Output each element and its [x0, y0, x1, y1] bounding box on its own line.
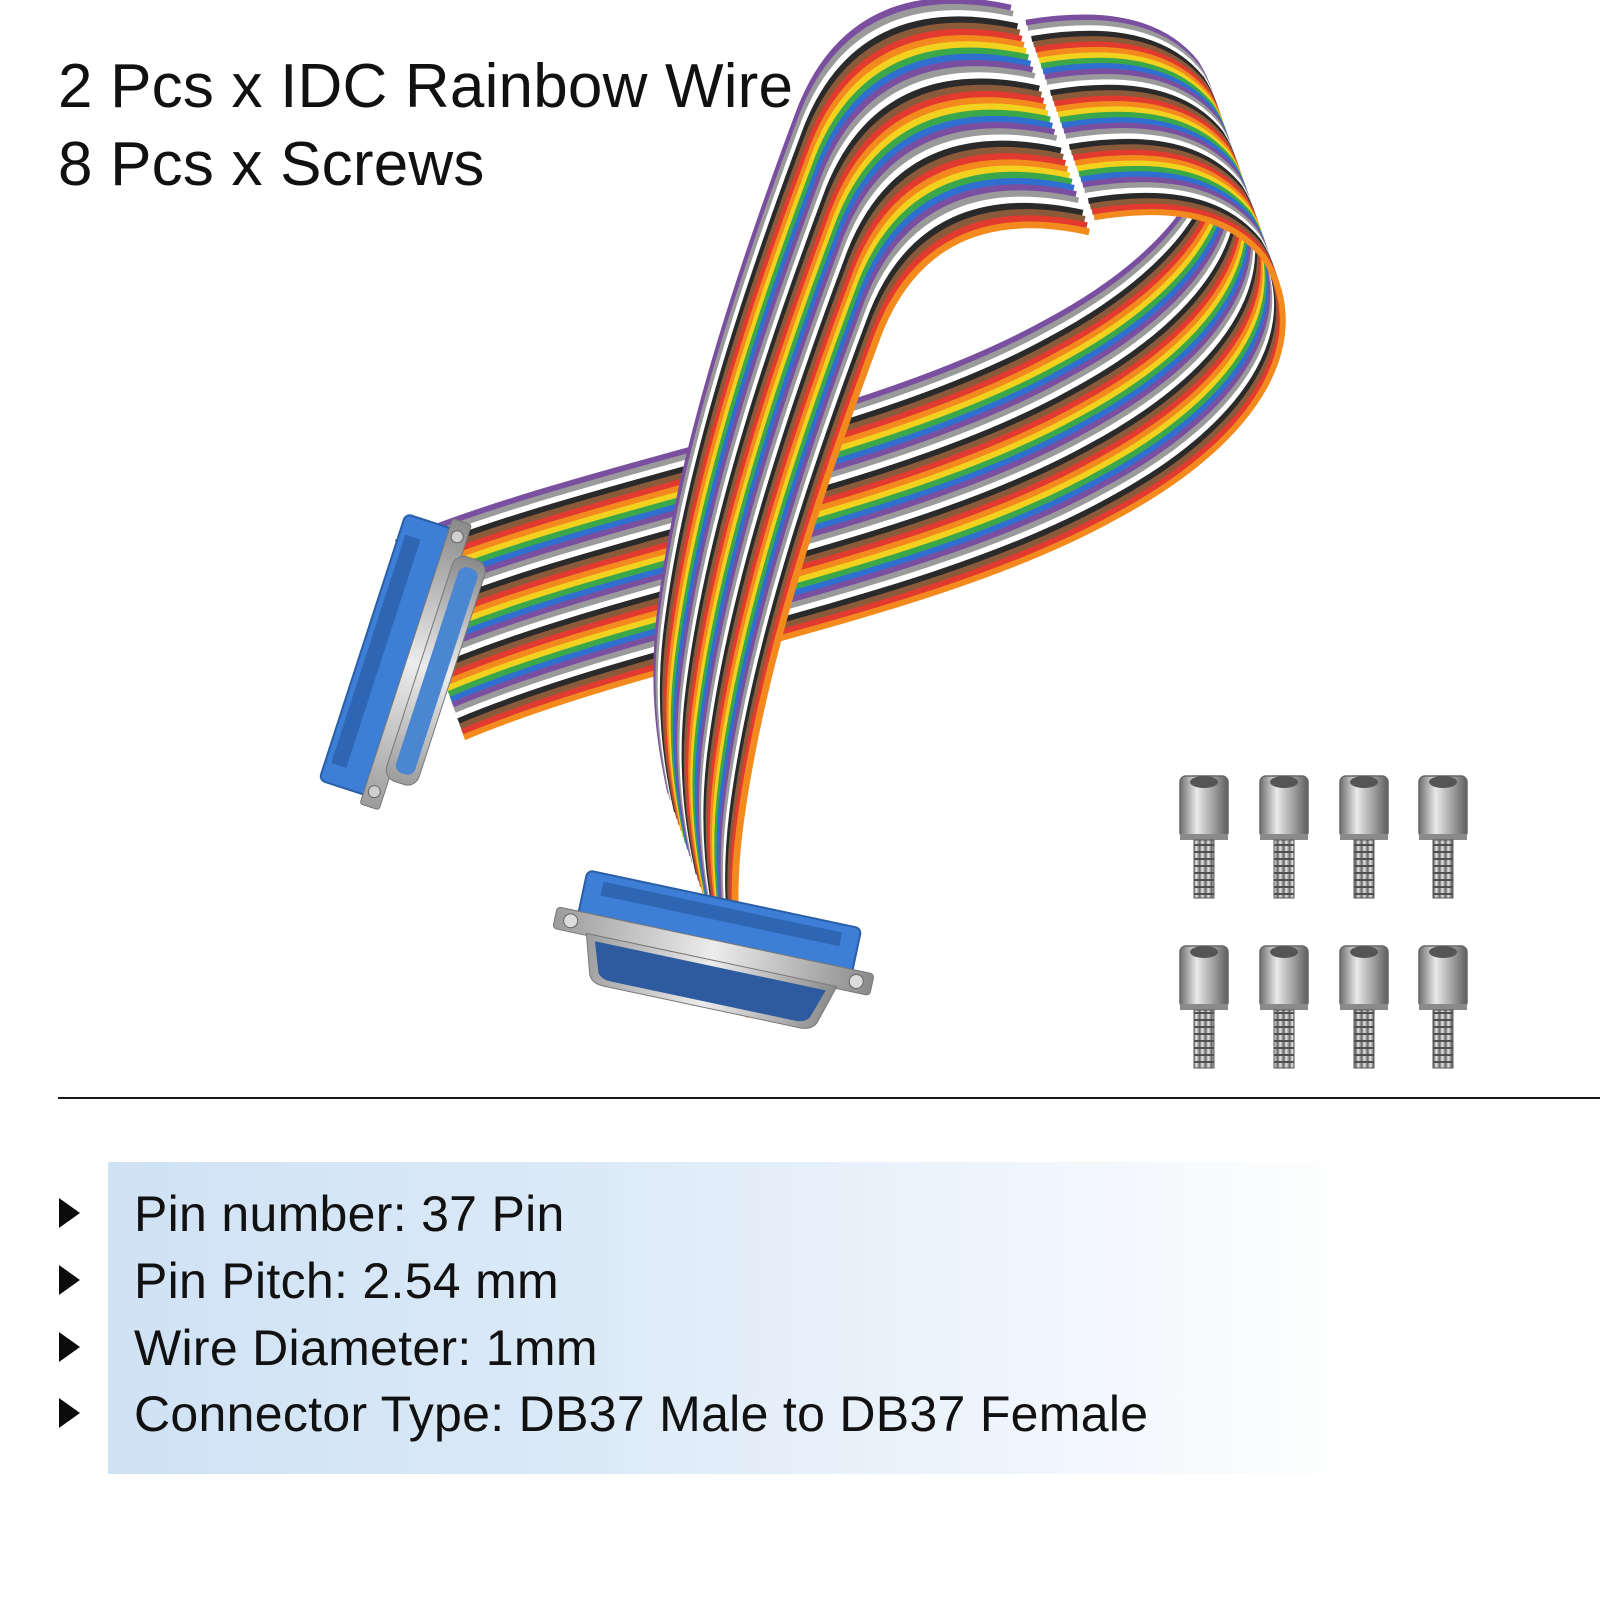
bullet-triangle-icon [59, 1265, 80, 1295]
section-divider [58, 1097, 1600, 1099]
spec-item-pin-pitch: Pin Pitch: 2.54 mm [0, 1253, 1400, 1313]
standoff-screws [1179, 775, 1468, 1069]
wire-stripe [402, 36, 1226, 568]
wire-stripe [421, 90, 1245, 622]
wire-stripe [394, 14, 1218, 546]
hex-standoff-screw-icon [1339, 945, 1389, 1069]
spec-item-pin-number: Pin number: 37 Pin [0, 1186, 1400, 1246]
wire-stripe [411, 63, 1235, 595]
wire-stripe [404, 41, 1228, 573]
hex-standoff-screw-icon [1179, 945, 1229, 1069]
bullet-triangle-icon [59, 1332, 80, 1362]
wire-stripe [400, 30, 1224, 562]
headline-pieces-screws: 8 Pcs x Screws [58, 130, 485, 199]
spec-panel [108, 1162, 1368, 1474]
wire-stripe [398, 25, 1222, 557]
product-photo [319, 0, 1468, 1069]
hex-standoff-screw-icon [1418, 775, 1468, 899]
wire-stripe [406, 46, 1230, 578]
hex-standoff-screw-icon [1339, 775, 1389, 899]
wire-stripe [413, 68, 1237, 600]
wire-stripe [417, 79, 1241, 611]
ribbon-cable-back-band [394, 14, 1286, 741]
headline-pieces-cable: 2 Pcs x IDC Rainbow Wire [58, 52, 794, 121]
wire-stripe [408, 52, 1231, 584]
db37-female-connector-icon [319, 514, 486, 810]
ribbon-cable-front-band [653, 0, 1090, 1018]
hex-standoff-screw-icon [1418, 945, 1468, 1069]
spec-item-connector-type: Connector Type: DB37 Male to DB37 Female [0, 1386, 1400, 1446]
spec-text: Connector Type: DB37 Male to DB37 Female [134, 1386, 1149, 1442]
hex-standoff-screw-icon [1259, 945, 1309, 1069]
bullet-triangle-icon [59, 1198, 80, 1228]
wire-stripe [409, 57, 1233, 589]
spec-text: Pin Pitch: 2.54 mm [134, 1253, 560, 1309]
wire-stripe [415, 73, 1239, 605]
spec-text: Pin number: 37 Pin [134, 1186, 565, 1242]
hex-standoff-screw-icon [1179, 775, 1229, 899]
spec-text: Wire Diameter: 1mm [134, 1320, 598, 1376]
wire-stripe [396, 19, 1220, 551]
bullet-triangle-icon [59, 1398, 80, 1428]
db37-male-connector-icon [552, 870, 874, 1029]
hex-standoff-screw-icon [1259, 775, 1309, 899]
wire-stripe [419, 84, 1243, 616]
spec-item-wire-diameter: Wire Diameter: 1mm [0, 1320, 1400, 1380]
